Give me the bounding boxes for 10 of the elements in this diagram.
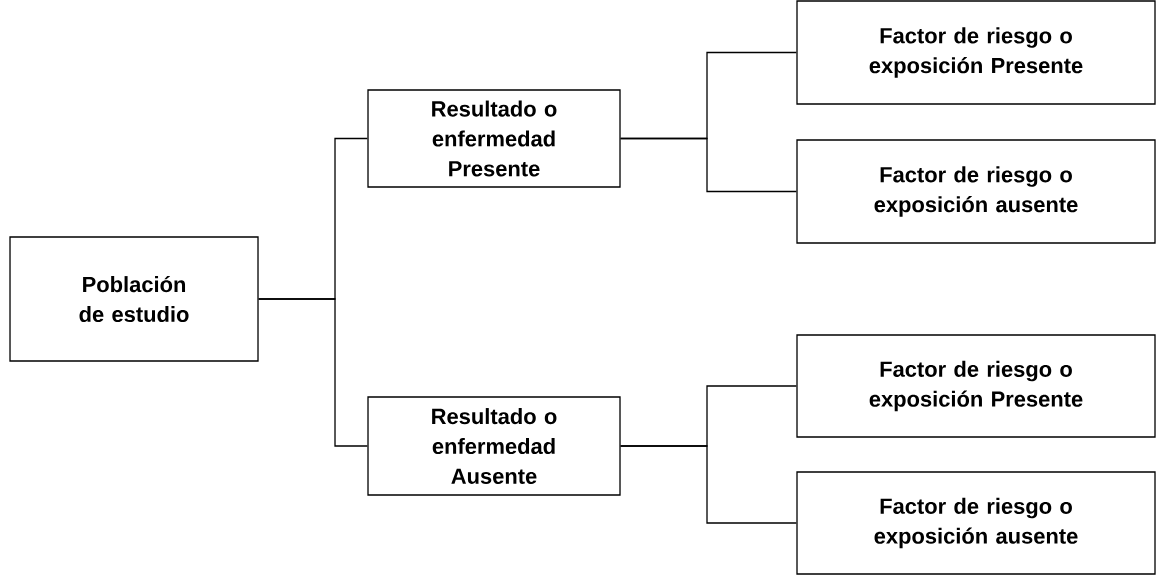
connector-line <box>620 445 797 524</box>
connector-line <box>620 137 797 193</box>
process-box: Resultado o enfermedad Ausente <box>367 396 621 496</box>
process-box: Resultado o enfermedad Presente <box>367 89 621 188</box>
process-box: Factor de riesgo o exposición ausente <box>796 139 1156 244</box>
process-box: Población de estudio <box>9 236 259 362</box>
process-box: Factor de riesgo o exposición Presente <box>796 334 1156 438</box>
process-box: Factor de riesgo o exposición ausente <box>796 471 1156 575</box>
process-box: Factor de riesgo o exposición Presente <box>796 0 1156 105</box>
connector-line <box>258 298 368 447</box>
